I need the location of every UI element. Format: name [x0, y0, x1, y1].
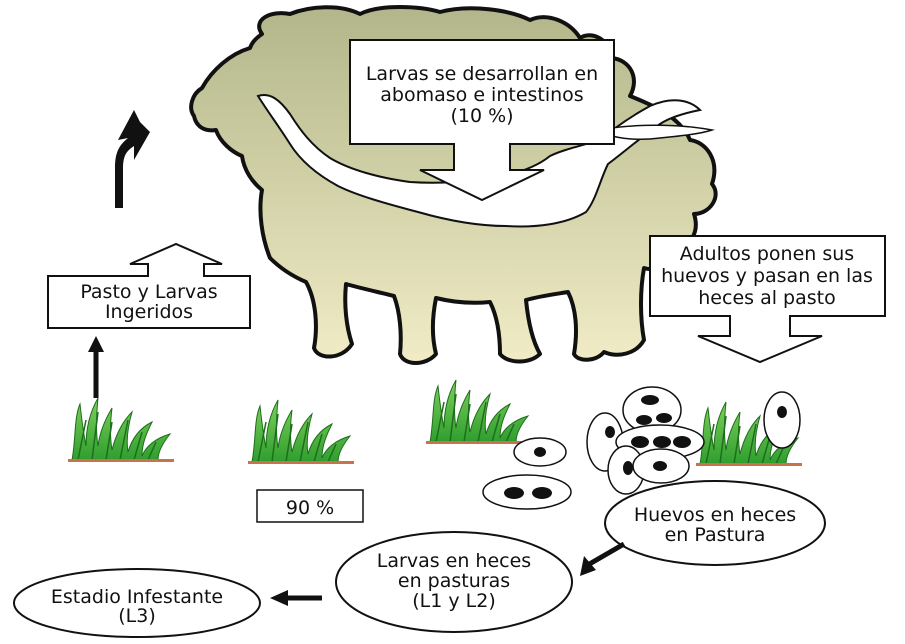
grass-tuft-2 [248, 400, 354, 464]
grass-tuft-3 [426, 380, 532, 444]
svg-text:(10 %): (10 %) [450, 105, 513, 127]
svg-text:Adultos ponen sus: Adultos ponen sus [680, 243, 854, 265]
svg-text:Ingeridos: Ingeridos [105, 301, 193, 323]
svg-text:(L1 y L2): (L1 y L2) [412, 590, 496, 612]
percent-90-label: 90 % [286, 497, 334, 519]
svg-text:Pasto y Larvas: Pasto y Larvas [80, 281, 217, 303]
curved-up-arrow-icon [115, 110, 150, 208]
svg-text:heces al pasto: heces al pasto [698, 287, 835, 309]
svg-text:huevos y pasan en las: huevos y pasan en las [661, 265, 873, 287]
svg-text:Huevos en heces: Huevos en heces [634, 504, 796, 526]
svg-text:en Pastura: en Pastura [665, 524, 766, 546]
svg-text:Larvas se desarrollan en: Larvas se desarrollan en [366, 63, 598, 85]
svg-text:en pasturas: en pasturas [398, 570, 510, 592]
svg-text:Larvas en heces: Larvas en heces [377, 550, 531, 572]
grass-tuft-1 [68, 398, 174, 462]
arrow-eggs-to-larvae-icon [586, 544, 624, 566]
svg-text:(L3): (L3) [118, 605, 156, 627]
svg-text:abomaso e intestinos: abomaso e intestinos [380, 84, 583, 106]
